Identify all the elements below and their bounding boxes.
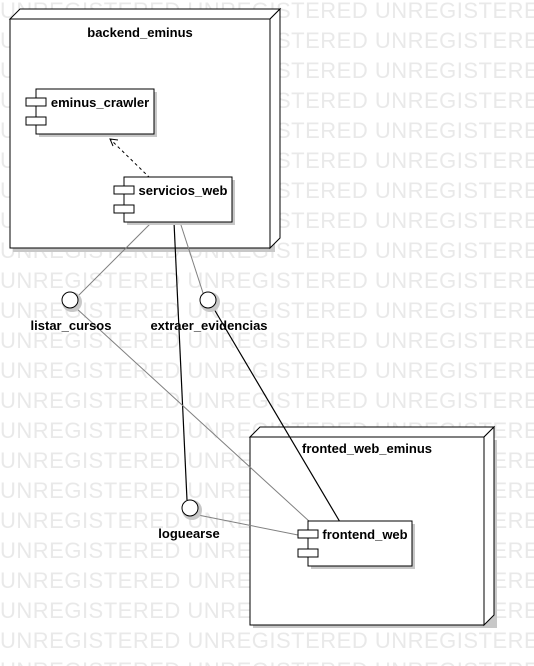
connectors — [75, 138, 341, 538]
link-listar-frontend — [75, 307, 311, 523]
servicios-web-label: servicios_web — [139, 183, 228, 198]
interface-circle-icon — [181, 499, 199, 517]
component-port-icon — [297, 548, 319, 558]
listar-cursos-label: listar_cursos — [31, 318, 112, 333]
link-loguearse-frontend — [197, 514, 309, 538]
link-servicios-extraer — [179, 221, 205, 297]
eminus-crawler-label: eminus_crawler — [51, 95, 149, 110]
link-servicios-loguearse — [173, 221, 188, 501]
component-port-icon — [113, 204, 135, 214]
extraer-evidencias-label: extraer_evidencias — [150, 318, 267, 333]
backend-node-title: backend_eminus — [87, 25, 193, 40]
link-servicios-listar — [77, 221, 153, 297]
interface-circle-icon — [61, 291, 79, 309]
loguearse-interface[interactable]: loguearse — [158, 499, 220, 541]
eminus-crawler-component[interactable]: eminus_crawler — [25, 88, 157, 137]
frontend-node-title: fronted_web_eminus — [302, 441, 432, 456]
component-port-icon — [297, 529, 319, 539]
loguearse-label: loguearse — [158, 526, 219, 541]
frontend-web-label: frontend_web — [322, 527, 407, 542]
component-port-icon — [25, 116, 47, 126]
frontend-web-component[interactable]: frontend_web — [297, 520, 415, 569]
interface-circle-icon — [199, 291, 217, 309]
component-port-icon — [25, 97, 47, 107]
extraer-evidencias-interface[interactable]: extraer_evidencias — [150, 291, 268, 333]
servicios-web-component[interactable]: servicios_web — [113, 176, 235, 225]
component-port-icon — [113, 185, 135, 195]
link-extraer-frontend — [213, 308, 341, 523]
listar-cursos-interface[interactable]: listar_cursos — [31, 291, 112, 333]
dependency-arrowhead-icon — [109, 138, 119, 147]
